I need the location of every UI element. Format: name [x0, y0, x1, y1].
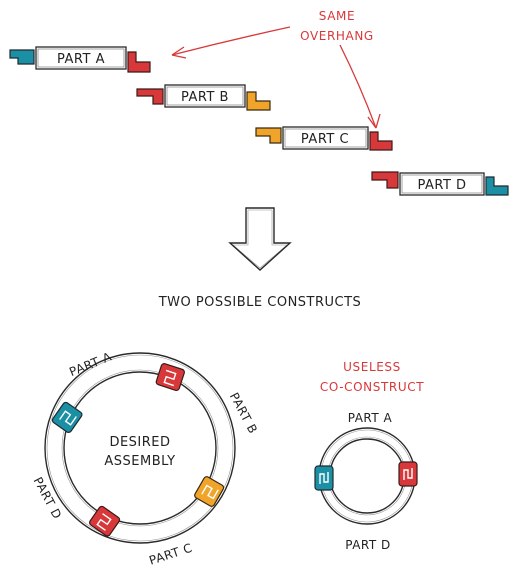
- junction-da-teal: [51, 401, 83, 433]
- useless-title-line2: CO-CONSTRUCT: [320, 380, 424, 394]
- junction-ab-red: [155, 363, 185, 392]
- part-a-fragment: PART A: [9, 46, 151, 73]
- useless-co-construct: USELESS CO-CONSTRUCT PART A PART D: [314, 360, 424, 552]
- part-b-left-overhang: [136, 88, 164, 105]
- desired-part-b-label: PART B: [227, 390, 260, 436]
- part-c-fragment: PART C: [255, 126, 393, 151]
- part-c-label: PART C: [301, 132, 349, 147]
- desired-part-a-label: PART A: [67, 349, 114, 379]
- part-a-label: PART A: [57, 52, 105, 67]
- part-b-right-overhang: [246, 91, 271, 111]
- arrow-to-part-a-head: [171, 46, 187, 59]
- junction-cd-red: [89, 505, 121, 537]
- annotation-line1: SAME: [319, 9, 355, 23]
- desired-inner-ring: [63, 371, 217, 525]
- useless-junction-teal: [314, 465, 334, 491]
- down-arrow-icon: [228, 207, 292, 271]
- desired-center-line1: DESIRED: [109, 435, 170, 450]
- part-d-right-overhang: [485, 176, 509, 196]
- annotation-line2: OVERHANG: [300, 29, 374, 43]
- part-d-box: [399, 172, 485, 196]
- part-b-box: [164, 84, 246, 108]
- part-d-left-overhang: [371, 171, 399, 189]
- desired-center-line2: ASSEMBLY: [104, 454, 175, 469]
- part-c-right-overhang: [369, 131, 393, 151]
- desired-outer-ring: [44, 352, 236, 544]
- part-d-fragment: PART D: [371, 171, 509, 196]
- arrow-to-part-a: [171, 26, 291, 56]
- same-overhang-annotation: SAME OVERHANG: [171, 9, 381, 129]
- desired-part-c-label: PART C: [147, 541, 194, 568]
- part-a-right-overhang: [127, 51, 151, 73]
- useless-part-d-label: PART D: [345, 538, 391, 552]
- arrow-to-part-c-head: [367, 113, 381, 129]
- arrow-to-part-c: [339, 44, 377, 129]
- part-c-box: [282, 126, 369, 150]
- useless-title-line1: USELESS: [343, 360, 401, 374]
- useless-part-a-label: PART A: [348, 411, 393, 425]
- part-c-left-overhang: [255, 127, 282, 144]
- desired-assembly-construct: DESIRED ASSEMBLY PART A PART B PART C PA…: [31, 349, 261, 567]
- part-d-label: PART D: [417, 178, 466, 193]
- section-title: TWO POSSIBLE CONSTRUCTS: [158, 295, 362, 310]
- part-a-box: [35, 46, 127, 70]
- useless-inner-ring: [329, 438, 405, 514]
- part-a-left-overhang: [9, 49, 35, 65]
- useless-junction-red: [398, 461, 418, 487]
- part-b-fragment: PART B: [136, 84, 271, 111]
- junction-bc-orange: [194, 476, 225, 507]
- part-b-label: PART B: [181, 90, 229, 105]
